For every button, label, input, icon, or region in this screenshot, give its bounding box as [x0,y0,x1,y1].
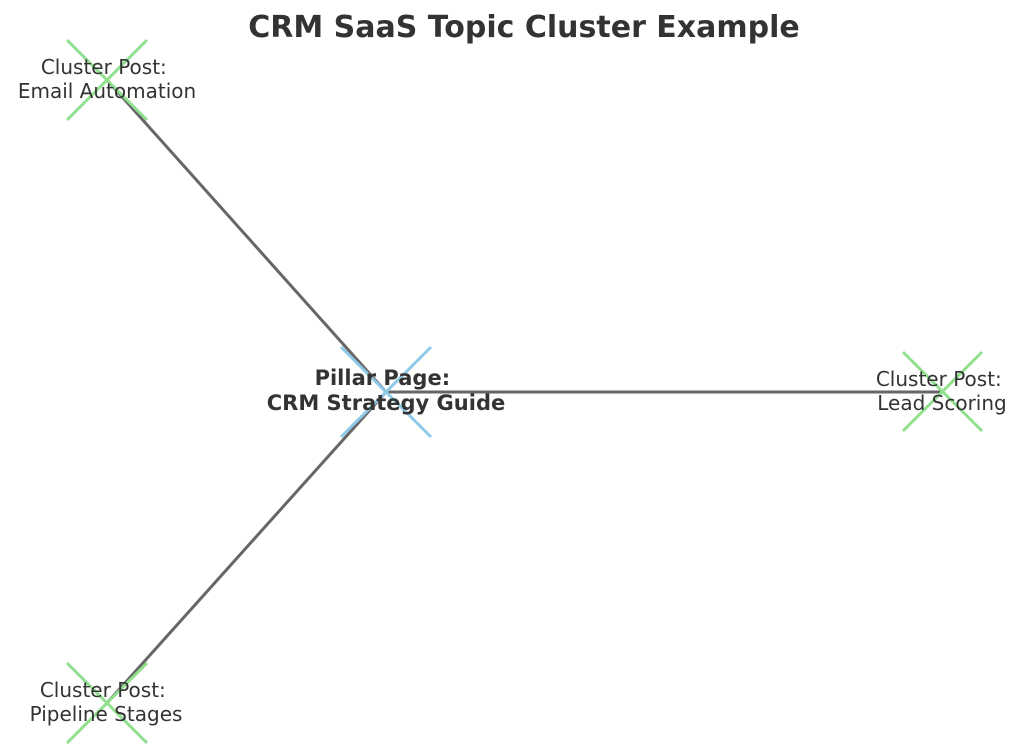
pillar-label-line-2: CRM Strategy Guide [267,391,505,415]
cluster-node-label-email-automation: Cluster Post: Email Automation [18,55,196,103]
cluster-label-line-1: Cluster Post: [876,367,1002,391]
pillar-marker [339,345,433,439]
edge-pillar-to-email-automation [105,79,388,393]
cluster-marker-email-automation [65,38,149,122]
cluster-node-label-pipeline-stages: Cluster Post: Pipeline Stages [30,678,183,726]
cluster-label-line-1: Cluster Post: [40,678,166,702]
cluster-marker-pipeline-stages [65,661,149,745]
diagram-title: CRM SaaS Topic Cluster Example [248,10,800,45]
edge-pillar-to-pipeline-stages [105,390,388,705]
cluster-marker-lead-scoring [901,350,984,433]
cluster-label-line-2: Lead Scoring [877,391,1006,415]
pillar-node-label: Pillar Page: CRM Strategy Guide [267,366,505,415]
edges [105,79,942,705]
cluster-node-label-lead-scoring: Cluster Post: Lead Scoring [876,367,1008,415]
node-markers [65,38,984,745]
cluster-label-line-2: Email Automation [18,79,196,103]
cluster-label-line-1: Cluster Post: [41,55,167,79]
cluster-label-line-2: Pipeline Stages [30,702,183,726]
node-labels: Pillar Page: CRM Strategy Guide Cluster … [18,55,1008,726]
pillar-label-line-1: Pillar Page: [315,366,451,390]
